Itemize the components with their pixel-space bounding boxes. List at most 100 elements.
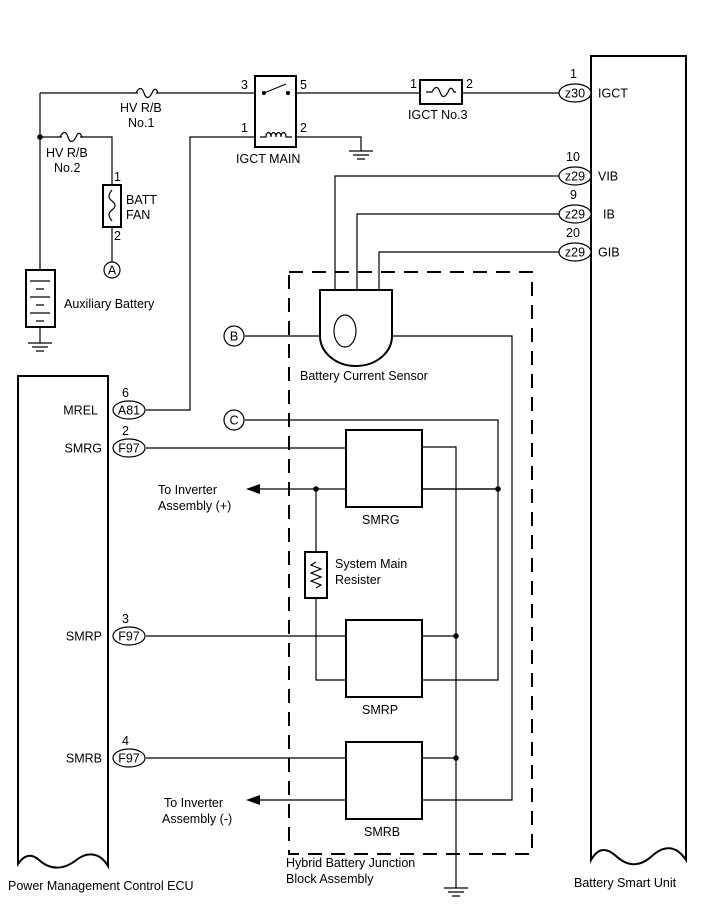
relay-smrg: SMRG: [345, 429, 423, 527]
bsu-connector-label: z30: [565, 87, 585, 101]
batt-fan-label-1: BATT: [126, 193, 157, 207]
ground-icon: [28, 342, 52, 352]
igct-main-pin-1: 1: [241, 121, 248, 135]
igct-no3-pin-1: 1: [410, 77, 417, 91]
junction-dot: [313, 486, 319, 492]
bsu-pin: 1: [570, 67, 577, 81]
battery-icon: [30, 280, 50, 322]
ecu-connector: [112, 400, 146, 420]
ecu-pin: 4: [122, 734, 129, 748]
ecu-connector-label: A81: [118, 404, 140, 418]
junction-block-label-2: Block Assembly: [286, 872, 374, 886]
ecu-signal: SMRG: [65, 442, 103, 456]
ground-icon: [444, 887, 468, 897]
bsu-connector-label: z29: [565, 246, 585, 260]
batt-fan-pin-1: 1: [114, 170, 121, 184]
fuse-batt-fan: 1 2 BATT FAN: [102, 170, 157, 243]
smrg-label: SMRG: [362, 513, 400, 527]
point-c: C: [223, 409, 245, 431]
bsu-terminal-vib: 10 z29 VIB: [558, 150, 618, 186]
resistor-icon: [309, 561, 323, 589]
current-sensor-hole: [333, 314, 357, 348]
coil-icon: [260, 131, 292, 138]
fuse-icon: [108, 189, 116, 222]
to-inverter-plus-label-2: Assembly (+): [158, 499, 231, 513]
ecu-connector: [112, 748, 146, 768]
auxiliary-battery-label: Auxiliary Battery: [64, 297, 155, 311]
battery-smart-unit-body: [590, 55, 687, 866]
ecu-terminal-smrp: 3 F97 SMRP: [66, 612, 146, 646]
wire-c: [245, 419, 499, 489]
bsu-connector: [558, 242, 592, 262]
point-a-circle: [103, 261, 121, 279]
hv-rb-no1-label-2: No.1: [128, 116, 154, 130]
ecu-pin: 2: [122, 424, 129, 438]
switch-icon: [263, 83, 287, 94]
igct-main-pin-5: 5: [300, 78, 307, 92]
batt-fan-pin-2: 2: [114, 229, 121, 243]
fuse-icon: [135, 87, 159, 99]
ecu-pin: 3: [122, 612, 129, 626]
power-management-ecu: Power Management Control ECU 6 A81 MREL …: [8, 375, 194, 893]
ecu-connector-label: F97: [118, 752, 140, 766]
hv-rb-no2-label-1: HV R/B: [46, 146, 88, 160]
wire-hvrb2: [40, 136, 113, 185]
fuse-hv-rb-no1: HV R/B No.1: [120, 87, 162, 130]
bsu-signal: IGCT: [598, 87, 628, 101]
junction-block-label-1: Hybrid Battery Junction: [286, 856, 415, 870]
arrow-left-icon: [246, 484, 260, 494]
wire-vib: [334, 175, 559, 290]
arrow-left-icon: [246, 795, 260, 805]
to-inverter-minus-label-1: To Inverter: [164, 796, 223, 810]
ground-icon: [349, 150, 373, 160]
point-c-circle: [223, 409, 245, 431]
ecu-connector-label: F97: [118, 630, 140, 644]
bsu-pin: 20: [566, 226, 580, 240]
smrb-box: [345, 741, 423, 820]
point-a: A: [103, 261, 121, 279]
smrb-label: SMRB: [364, 825, 400, 839]
fuse-igct-no3: 1 2 IGCT No.3: [408, 77, 473, 122]
bsu-pin: 10: [566, 150, 580, 164]
battery-current-sensor: Battery Current Sensor: [300, 289, 428, 383]
bsu-connector: [558, 204, 592, 224]
system-main-resister: System Main Resister: [304, 551, 407, 599]
batt-fan-fuse-body: [102, 184, 122, 228]
to-inverter-minus-label-2: Assembly (-): [162, 812, 232, 826]
battery-box: [25, 269, 56, 328]
system-main-resister-label-1: System Main: [335, 557, 407, 571]
ecu-signal: MREL: [63, 404, 98, 418]
ecu-connector-label: F97: [118, 442, 140, 456]
bsu-pin: 9: [570, 188, 577, 202]
igct-no3-label: IGCT No.3: [408, 108, 468, 122]
battery-smart-unit-label: Battery Smart Unit: [574, 876, 677, 890]
wire-gib: [378, 251, 559, 290]
fuse-hv-rb-no2: HV R/B No.2: [46, 131, 88, 175]
ecu-signal: SMRB: [66, 752, 102, 766]
ecu-terminal-smrb: 4 F97 SMRB: [66, 734, 146, 768]
junction-dot: [453, 633, 459, 639]
ecu-connector: [112, 438, 146, 458]
to-inverter-plus-label-1: To Inverter: [158, 483, 217, 497]
igct-main-pin-2: 2: [300, 121, 307, 135]
junction-dot: [495, 486, 501, 492]
hv-rb-no1-label-1: HV R/B: [120, 101, 162, 115]
wire-smrp-contact: [422, 489, 499, 681]
bsu-connector: [558, 83, 592, 103]
batt-fan-label-2: FAN: [126, 208, 150, 222]
bsu-signal: GIB: [598, 246, 620, 260]
fuse-icon: [59, 131, 83, 143]
battery-current-sensor-label: Battery Current Sensor: [300, 369, 428, 383]
smrp-box: [345, 619, 423, 698]
igct-main-pin-3: 3: [241, 78, 248, 92]
bsu-connector-label: z29: [565, 170, 585, 184]
point-a-label: A: [108, 264, 117, 278]
relay-smrp: SMRP: [345, 619, 423, 717]
to-inverter-minus: To Inverter Assembly (-): [162, 795, 260, 826]
relay-smrb: SMRB: [345, 741, 423, 839]
junction-block-outline: [288, 271, 533, 855]
igct-main-label: IGCT MAIN: [236, 152, 300, 166]
ecu-terminal-mrel: 6 A81 MREL: [63, 386, 146, 420]
ecu-body: [17, 375, 109, 870]
